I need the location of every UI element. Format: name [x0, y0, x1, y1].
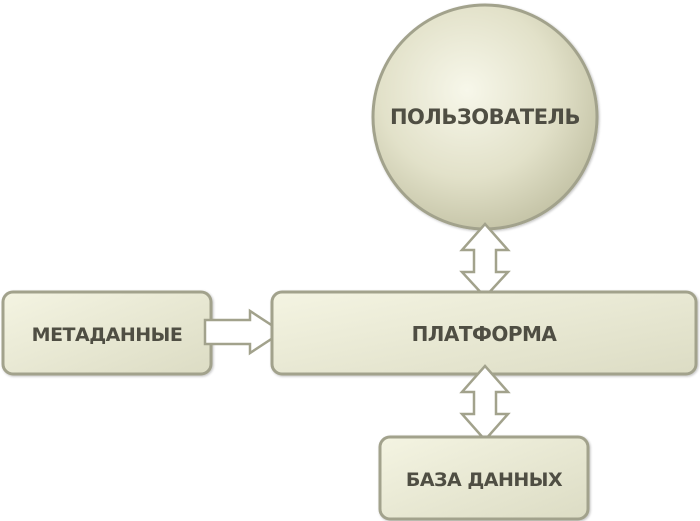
platform-label: ПЛАТФОРМА [412, 322, 558, 346]
metadata-node: МЕТАДАННЫЕ [1, 290, 213, 376]
database-label: БАЗА ДАННЫХ [406, 469, 563, 491]
user-label: ПОЛЬЗОВАТЕЛЬ [390, 105, 580, 129]
database-box [378, 435, 590, 521]
platform-node: ПЛАТФОРМА [270, 290, 698, 376]
user-platform-double-arrow [459, 222, 511, 299]
metadata-label: МЕТАДАННЫЕ [32, 324, 183, 346]
database-node: БАЗА ДАННЫХ [378, 435, 590, 521]
user-node: ПОЛЬЗОВАТЕЛЬ [371, 3, 599, 231]
platform-database-double-arrow [459, 364, 511, 442]
metadata-platform-arrow [203, 308, 285, 356]
